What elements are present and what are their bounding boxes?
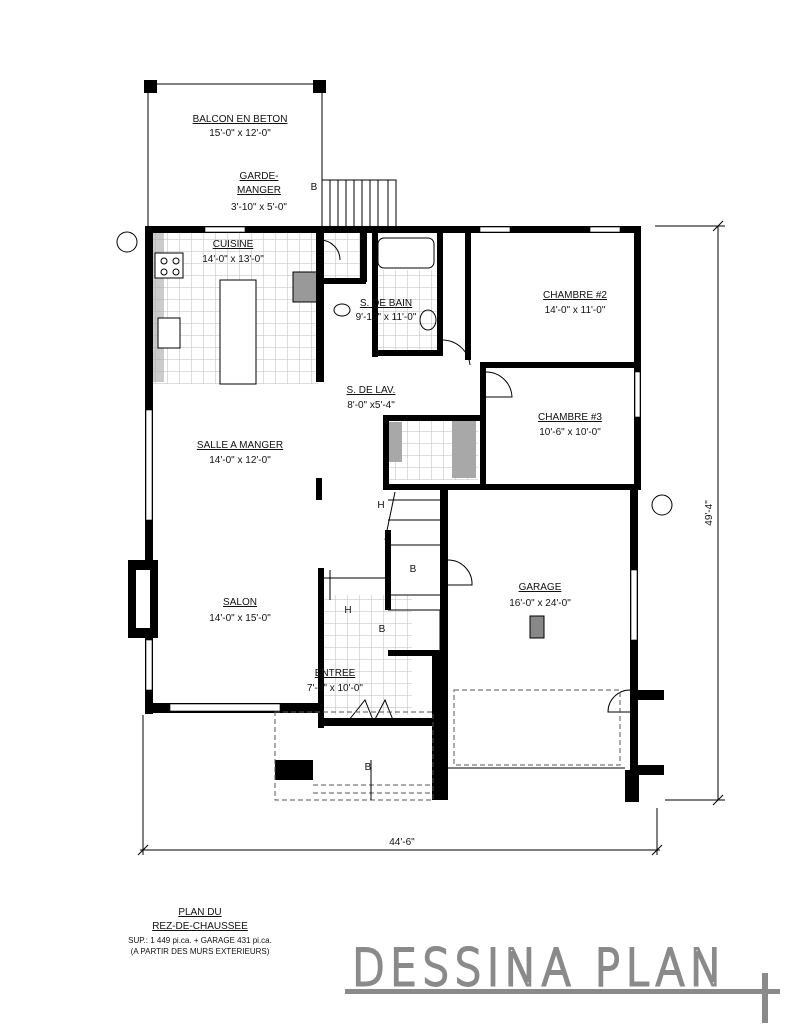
stair-mark-down: B	[365, 762, 372, 773]
room-size: 9'-10" x 11'-0"	[356, 312, 417, 323]
column-marker-icon	[651, 494, 673, 516]
front-porch	[274, 711, 434, 801]
stove-icon	[154, 252, 184, 279]
room-name: S. DE BAIN	[360, 298, 412, 309]
stair-mark-up: H	[377, 500, 384, 511]
room-name: SALLE A MANGER	[197, 440, 283, 451]
dimension-width: 44'-6"	[137, 715, 663, 856]
toilet-icon	[333, 303, 351, 317]
room-size: 16'-0" x 24'-0"	[509, 598, 571, 609]
stair-mark-up: H	[344, 605, 351, 616]
vanity-sink-icon	[419, 309, 437, 331]
room-name: ENTREE	[315, 668, 356, 679]
title-block: PLAN DU REZ-DE-CHAUSSEE SUP.: 1 449 pi.c…	[128, 907, 272, 956]
plan-title: PLAN DU	[178, 907, 221, 918]
room-name: CUISINE	[213, 239, 254, 250]
plan-subtitle: REZ-DE-CHAUSSEE	[152, 921, 248, 932]
room-name: S. DE LAV.	[347, 385, 396, 396]
room-size: 8'-0" x5'-4"	[347, 400, 395, 411]
room-size: 3'-10" x 5'-0"	[231, 202, 287, 213]
room-size: 14'-0" x 15'-0"	[209, 613, 271, 624]
interior-stairs	[322, 491, 441, 650]
sink-icon	[157, 317, 181, 349]
laundry-counter	[388, 422, 402, 462]
rear-stairs	[322, 179, 397, 228]
room-name: BALCON EN BETON	[193, 114, 288, 125]
logo: DESSINA PLAN	[345, 938, 780, 1023]
dimension-depth-label: 49'-4"	[704, 500, 715, 526]
stair-mark-down: B	[379, 624, 386, 635]
floor-drain-icon	[529, 615, 545, 639]
dimension-width-label: 44'-6"	[389, 837, 415, 848]
area-note: (A PARTIR DES MURS EXTERIEURS)	[131, 947, 270, 956]
room-name: SALON	[223, 597, 257, 608]
stair-mark-down: B	[311, 182, 318, 193]
garage-door-outline	[453, 689, 621, 766]
room-size: 10'-6" x 10'-0"	[539, 427, 601, 438]
room-name: GARDE-	[240, 171, 279, 182]
room-name: MANGER	[237, 185, 281, 196]
bathtub-icon	[377, 237, 435, 269]
pantry-tile	[318, 232, 360, 282]
area-info: SUP.: 1 449 pi.ca. + GARAGE 431 pi.ca.	[128, 936, 272, 945]
room-name: CHAMBRE #2	[543, 290, 607, 301]
room-size: 7'-8" x 10'-0"	[307, 683, 363, 694]
room-size: 14'-0" x 11'-0"	[545, 305, 606, 316]
kitchen-island	[219, 279, 257, 385]
room-size: 15'-0" x 12'-0"	[209, 128, 271, 139]
doors	[319, 239, 631, 726]
stair-mark-down: B	[410, 564, 417, 575]
fridge-icon	[292, 271, 319, 303]
washer-dryer	[452, 420, 476, 478]
column-marker-icon	[116, 231, 138, 253]
room-labels: BALCON EN BETON 15'-0" x 12'-0" GARDE- M…	[193, 114, 608, 694]
room-name: GARAGE	[519, 582, 562, 593]
room-size: 14'-0" x 12'-0"	[209, 455, 271, 466]
room-name: CHAMBRE #3	[538, 412, 602, 423]
dimension-depth: 49'-4"	[655, 220, 725, 806]
logo-text: DESSINA PLAN	[352, 939, 727, 997]
room-size: 14'-0" x 13'-0"	[202, 254, 264, 265]
windows	[145, 226, 641, 712]
